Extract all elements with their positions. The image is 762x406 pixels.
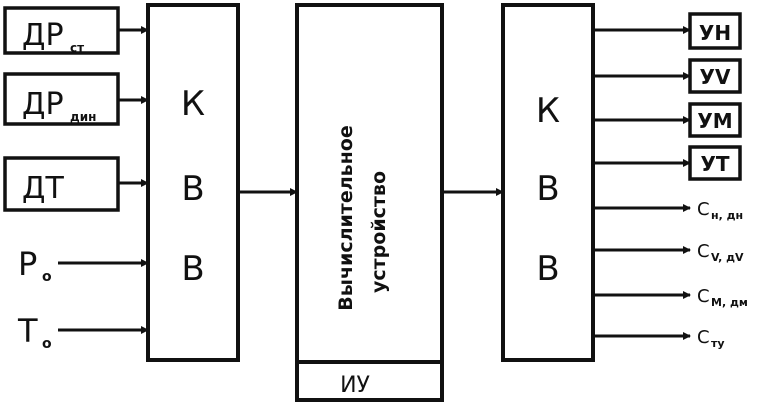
computing-device-label-line2: устройство bbox=[368, 171, 390, 293]
sensor-dp-static: ДР ст bbox=[3, 6, 120, 55]
sensor-dt-label: ДТ bbox=[22, 171, 64, 206]
iu-label: ИУ bbox=[340, 373, 370, 398]
kvv-right-letter-1: К bbox=[536, 91, 560, 131]
indicator-un: УН bbox=[593, 12, 742, 50]
kvv-block-right: К В В bbox=[501, 3, 595, 362]
signal-3: С М, дм bbox=[593, 286, 748, 309]
kvv-block-left: К В В bbox=[146, 3, 240, 362]
indicator-ut-label: УТ bbox=[700, 152, 729, 176]
kvv-right-letter-2: В bbox=[536, 169, 559, 209]
signal-1: С н, дн bbox=[593, 199, 743, 222]
input-p0: Р о bbox=[18, 245, 52, 285]
sensor-dp-static-label: ДР bbox=[22, 18, 64, 53]
sensor-dp-static-subscript: ст bbox=[70, 41, 84, 55]
indicator-uv: УV bbox=[593, 58, 742, 94]
kvv-left-letter-3: В bbox=[181, 249, 204, 289]
input-t0-label: Т bbox=[17, 312, 38, 350]
signal-1-subscript: н, дн bbox=[711, 209, 743, 222]
input-p0-label: Р bbox=[18, 245, 37, 283]
signal-2-subscript: V, дV bbox=[711, 251, 744, 264]
indicator-ut: УТ bbox=[593, 145, 742, 181]
signal-3-subscript: М, дм bbox=[711, 296, 748, 309]
indicator-uv-label: УV bbox=[700, 65, 731, 89]
sensor-dp-dynamic-label: ДР bbox=[22, 87, 64, 122]
input-p0-subscript: о bbox=[42, 269, 52, 285]
kvv-left-letter-1: К bbox=[181, 84, 205, 124]
signal-2: С V, дV bbox=[593, 241, 744, 264]
signal-1-label: С bbox=[697, 199, 710, 220]
input-t0-subscript: о bbox=[42, 336, 52, 352]
signal-4-label: С bbox=[697, 327, 710, 348]
computing-device-block: Вычислительное устройство ИУ bbox=[295, 3, 444, 402]
kvv-right-letter-3: В bbox=[536, 249, 559, 289]
signal-4-subscript: ту bbox=[711, 337, 725, 350]
indicator-um: УМ bbox=[593, 102, 742, 138]
kvv-left-letter-2: В bbox=[181, 169, 204, 209]
input-t0: Т о bbox=[17, 312, 52, 352]
indicator-un-label: УН bbox=[699, 21, 731, 45]
computing-device-label-line1: Вычислительное bbox=[335, 125, 357, 310]
sensor-dt: ДТ bbox=[3, 156, 120, 212]
indicator-um-label: УМ bbox=[697, 109, 732, 133]
signal-3-label: С bbox=[697, 286, 710, 307]
sensor-dp-dynamic: ДР дин bbox=[3, 72, 120, 126]
signal-2-label: С bbox=[697, 241, 710, 262]
signal-4: С ту bbox=[593, 327, 725, 350]
sensor-dp-dynamic-subscript: дин bbox=[70, 110, 96, 124]
